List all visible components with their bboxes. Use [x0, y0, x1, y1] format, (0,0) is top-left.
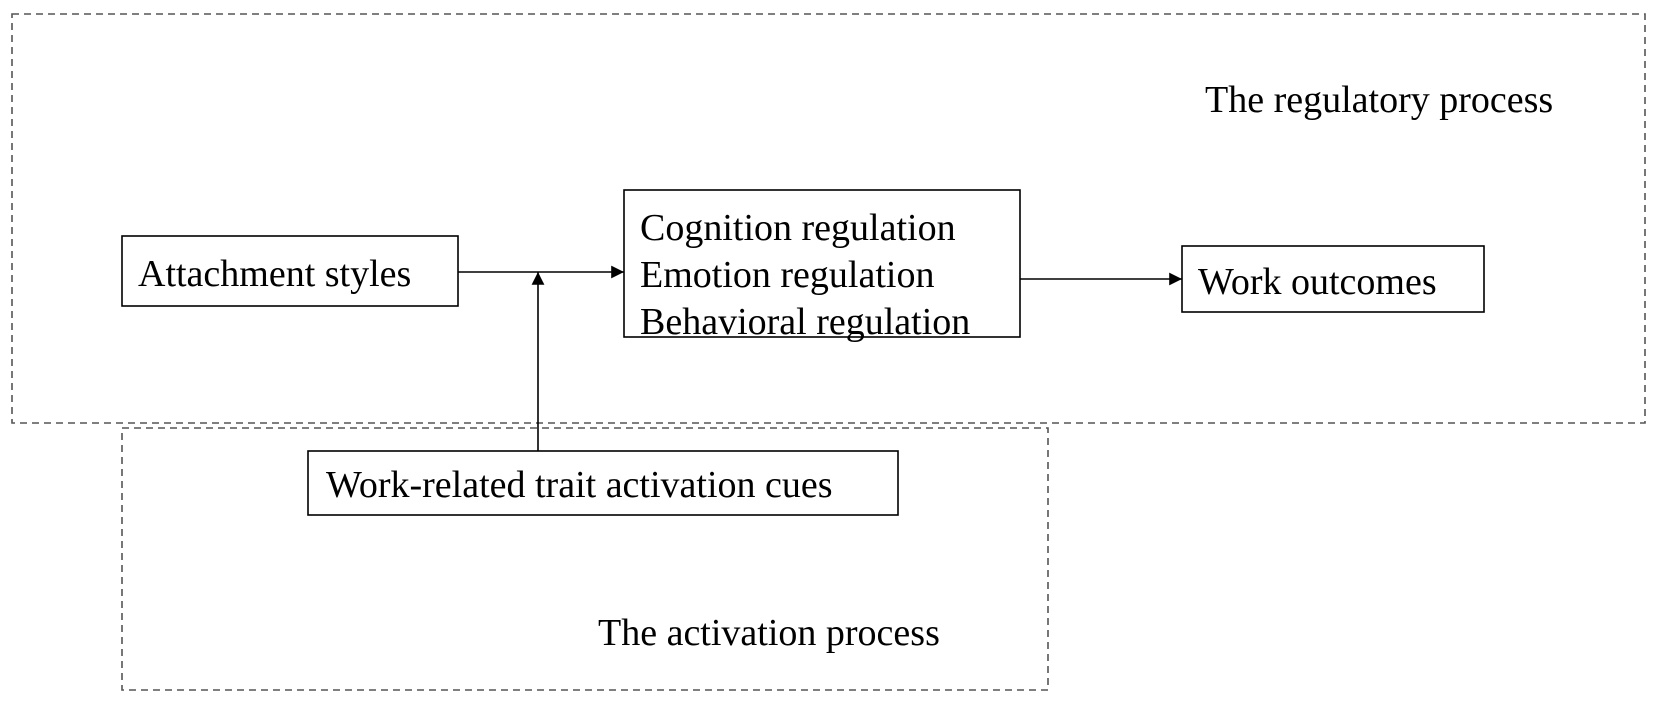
attachment-styles-label: Attachment styles — [138, 253, 411, 295]
regulation-box — [623, 189, 1021, 338]
regulation-node: Cognition regulation Emotion regulation … — [623, 189, 1021, 343]
regulatory-process-region — [11, 13, 1646, 424]
behavioral-regulation-label: Behavioral regulation — [640, 301, 970, 343]
activation-cues-label: Work-related trait activation cues — [326, 464, 833, 506]
activation-cues-box — [307, 450, 899, 516]
activation-process-region — [121, 427, 1049, 691]
attachment-styles-node: Attachment styles — [121, 235, 459, 307]
attachment-styles-box — [121, 235, 459, 307]
cognition-regulation-label: Cognition regulation — [640, 207, 956, 249]
activation-cues-node: Work-related trait activation cues — [307, 450, 899, 516]
activation-process-label: The activation process — [598, 612, 940, 654]
work-outcomes-box — [1181, 245, 1485, 313]
work-outcomes-label: Work outcomes — [1198, 261, 1437, 303]
regulatory-process-label: The regulatory process — [1205, 79, 1553, 121]
emotion-regulation-label: Emotion regulation — [640, 254, 934, 296]
work-outcomes-node: Work outcomes — [1181, 245, 1485, 313]
